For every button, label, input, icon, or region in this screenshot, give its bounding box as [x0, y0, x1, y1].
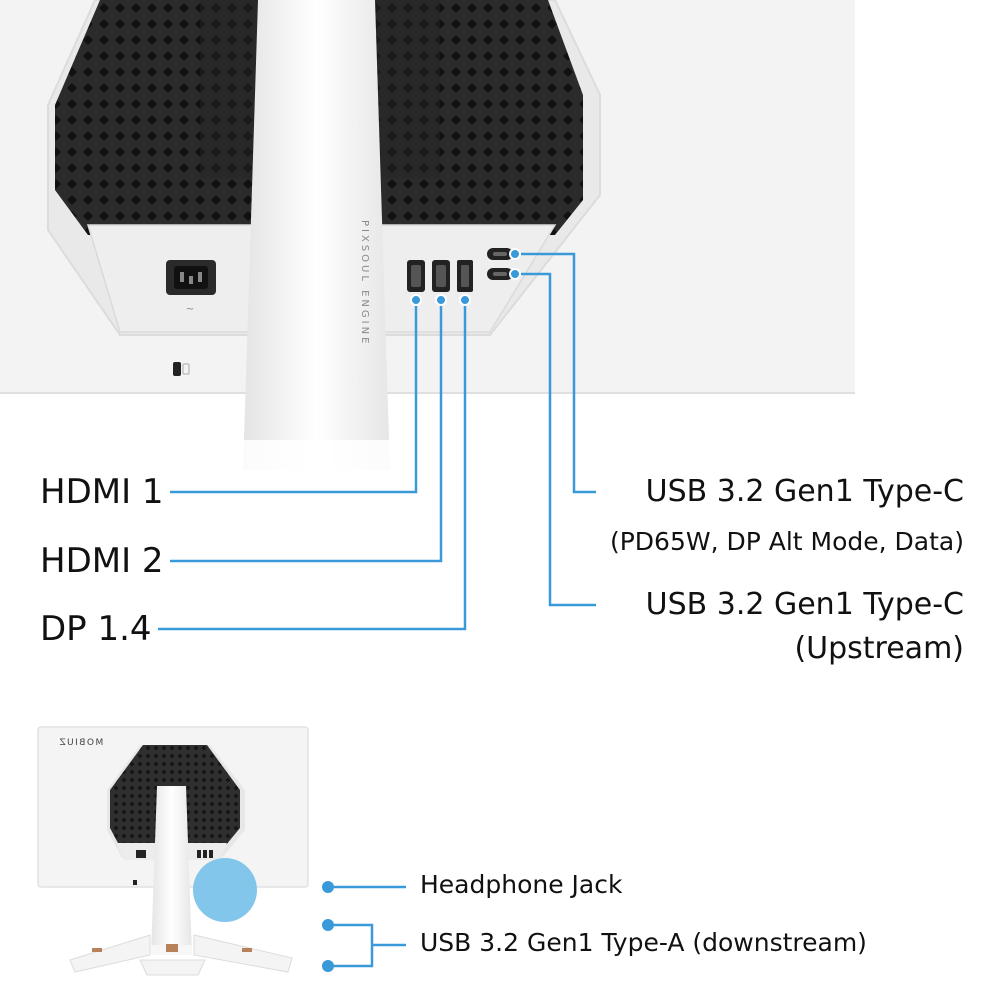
label-hdmi-1: HDMI 1	[40, 472, 164, 512]
label-dp-1-4: DP 1.4	[40, 609, 152, 649]
label-usb-type-a: USB 3.2 Gen1 Type-A (downstream)	[420, 928, 867, 957]
hdmi-port-icon	[407, 260, 425, 292]
displayport-icon	[457, 260, 473, 292]
hdmi-port-icon	[432, 260, 450, 292]
usb-c-port-icon	[487, 268, 513, 280]
label-hdmi-2: HDMI 2	[40, 541, 164, 581]
power-socket-icon: ~	[166, 260, 216, 315]
label-usb-c-pd: USB 3.2 Gen1 Type-C	[645, 474, 964, 509]
kensington-lock-icon	[173, 362, 190, 376]
svg-text:~: ~	[186, 304, 194, 315]
monitor-thumbnail	[37, 726, 309, 976]
stand-column	[243, 0, 390, 470]
brand-logo: MOBIUZ	[58, 738, 104, 748]
stand-vertical-label: PIXSOUL ENGINE	[359, 220, 370, 347]
label-usb-c-upstream: USB 3.2 Gen1 Type-C	[645, 587, 964, 622]
label-headphone-jack: Headphone Jack	[420, 870, 623, 899]
usb-c-port-icon	[487, 248, 513, 260]
label-usb-c-pd-sub: (PD65W, DP Alt Mode, Data)	[609, 527, 964, 556]
highlight-circle	[193, 858, 257, 922]
label-usb-c-upstream-sub: (Upstream)	[794, 631, 964, 666]
